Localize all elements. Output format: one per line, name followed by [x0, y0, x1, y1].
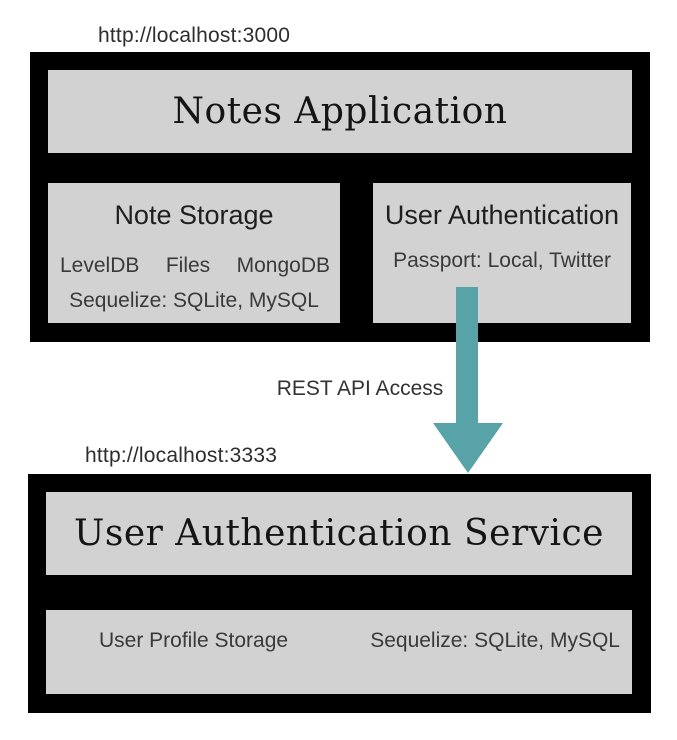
engine-files: Files — [165, 254, 211, 277]
note-storage-sequelize: Sequelize: SQLite, MySQL — [69, 289, 319, 312]
auth-service-url-label: http://localhost:3333 — [85, 444, 278, 467]
user-authentication-box: User Authentication Passport: Local, Twi… — [373, 183, 631, 323]
rest-api-access-label: REST API Access — [276, 377, 444, 400]
user-authentication-title: User Authentication — [384, 200, 620, 230]
arrow-down-icon — [433, 287, 503, 473]
rest-api-arrow-icon — [433, 287, 503, 473]
notes-application-box: Notes Application Note Storage LevelDB F… — [30, 52, 650, 342]
note-storage-title: Note Storage — [114, 200, 274, 230]
auth-sequelize-label: Sequelize: SQLite, MySQL — [370, 629, 620, 652]
user-profile-storage-label: User Profile Storage — [99, 629, 289, 652]
user-profile-storage-box: User Profile Storage Sequelize: SQLite, … — [46, 610, 632, 694]
engine-leveldb: LevelDB — [60, 254, 140, 277]
user-auth-service-title: User Authentication Service — [46, 492, 632, 575]
notes-application-title: Notes Application — [48, 70, 632, 153]
passport-providers: Passport: Local, Twitter — [393, 249, 611, 272]
engine-mongodb: MongoDB — [236, 254, 330, 277]
note-storage-box: Note Storage LevelDB Files MongoDB Seque… — [48, 183, 340, 323]
notes-app-url-label: http://localhost:3000 — [98, 24, 291, 47]
user-auth-service-box: User Authentication Service User Profile… — [28, 474, 651, 713]
note-storage-engines: LevelDB Files MongoDB — [48, 253, 340, 279]
